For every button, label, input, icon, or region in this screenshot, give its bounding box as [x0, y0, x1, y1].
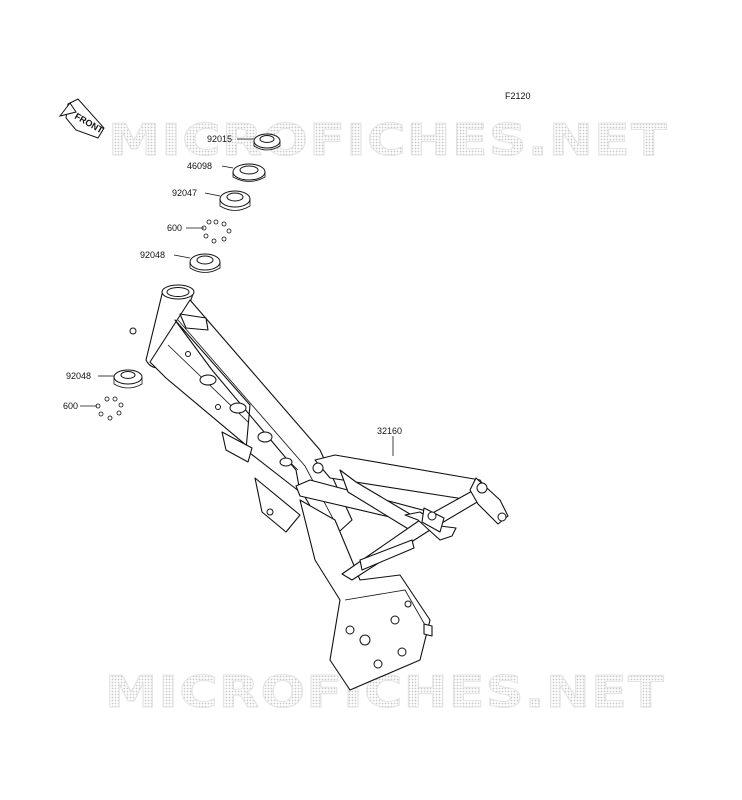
callout-92015: 92015: [207, 134, 232, 144]
callout-92048-upper: 92048: [140, 250, 165, 260]
callout-46098: 46098: [187, 161, 212, 171]
part-32160-frame: [129, 284, 509, 691]
part-600-ball-bearings-upper: [201, 219, 232, 244]
part-600-ball-bearings-lower: [95, 396, 124, 421]
callout-600-upper: 600: [167, 223, 182, 233]
callout-32160: 32160: [377, 426, 402, 436]
part-92047-bearing-race: [219, 190, 251, 211]
diagram-code: F2120: [505, 91, 531, 101]
part-46098-washer: [232, 163, 266, 182]
part-92048-race-lower: [113, 369, 143, 389]
watermark-top: MICROFICHES.NET: [108, 115, 668, 166]
callout-600-lower: 600: [63, 401, 78, 411]
callout-92047: 92047: [172, 188, 197, 198]
callout-92048-lower: 92048: [66, 371, 91, 381]
part-92048-race-upper: [189, 253, 221, 273]
front-arrow-icon: FRONT: [58, 98, 105, 139]
part-92015-nut: [253, 133, 281, 151]
